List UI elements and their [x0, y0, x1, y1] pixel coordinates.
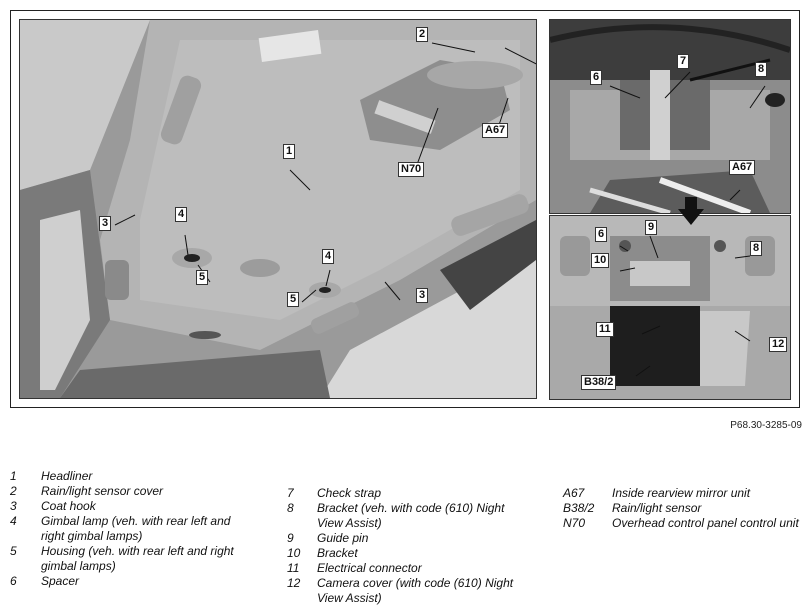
legend-item: 10 Bracket [287, 546, 527, 561]
callout-check-strap: 7 [677, 54, 690, 69]
callout-camera-cover: 12 [769, 337, 788, 352]
figure-reference: P68.30-3285-09 [730, 420, 802, 431]
legend-item: B38/2 Rain/light sensor [563, 501, 803, 516]
legend-text: Rain/light sensor [612, 501, 702, 515]
legend-number: 12 [287, 576, 301, 590]
callout-sensor-cover: 2 [416, 27, 429, 42]
callout-housing-right: 5 [287, 292, 300, 307]
legend-column-3: A67 Inside rearview mirror unit B38/2 Rain… [563, 486, 803, 531]
transition-arrow-stem [685, 197, 697, 210]
callout-coat-hook-right: 3 [416, 288, 429, 303]
headliner-photo [19, 19, 537, 399]
legend-text: Electrical connector [317, 561, 422, 575]
legend-item: 5 Housing (veh. with rear left and right … [10, 544, 250, 574]
callout-mirror-unit-detail: A67 [729, 160, 756, 175]
callout-rain-light-sensor: B38/2 [581, 375, 617, 390]
mirror-bracket-illustration [550, 20, 790, 213]
legend-number: 6 [10, 574, 17, 588]
legend-text: Rain/light sensor cover [41, 484, 164, 498]
legend-item: 6 Spacer [10, 574, 250, 589]
callout-spacer-top: 6 [590, 70, 603, 85]
legend-text: Gimbal lamp (veh. with rear left and rig… [41, 514, 231, 543]
callout-guide-pin: 9 [645, 220, 658, 235]
legend-column-2: 7 Check strap 8 Bracket (veh. with code (6… [287, 486, 527, 606]
legend-text: Overhead control panel control unit [612, 516, 799, 530]
legend-item: 2 Rain/light sensor cover [10, 484, 250, 499]
legend-number: 2 [10, 484, 17, 498]
callout-mirror-unit: A67 [482, 123, 509, 138]
callout-spacer-bottom: 6 [595, 227, 608, 242]
legend-number: 3 [10, 499, 17, 513]
legend-item: 4 Gimbal lamp (veh. with rear left and ri… [10, 514, 250, 544]
legend-number: 7 [287, 486, 294, 500]
legend-number: N70 [563, 516, 586, 530]
legend-item: 1 Headliner [10, 469, 250, 484]
legend-text: Guide pin [317, 531, 369, 545]
legend-number: 10 [287, 546, 301, 560]
legend-item: N70 Overhead control panel control unit [563, 516, 803, 531]
callout-bracket-top: 8 [755, 62, 768, 77]
legend-text: Spacer [41, 574, 80, 588]
callout-gimbal-lamp-left: 4 [175, 207, 188, 222]
legend-number: 1 [10, 469, 17, 483]
callout-coat-hook-left: 3 [99, 216, 112, 231]
legend-number: 11 [287, 561, 300, 575]
legend-number: 4 [10, 514, 17, 528]
callout-housing-left: 5 [196, 270, 209, 285]
legend-text: Housing (veh. with rear left and right g… [41, 544, 234, 573]
callout-gimbal-lamp-right: 4 [322, 249, 335, 264]
callout-bracket: 10 [591, 253, 610, 268]
legend-text: Camera cover (with code (610) Night View… [317, 576, 514, 605]
legend-number: 5 [10, 544, 17, 558]
callout-headliner: 1 [283, 144, 296, 159]
legend-text: Bracket [317, 546, 358, 560]
callout-electrical-connector: 11 [596, 322, 614, 337]
callout-bracket-bottom: 8 [750, 241, 763, 256]
legend-item: 9 Guide pin [287, 531, 527, 546]
legend-number: A67 [563, 486, 585, 500]
mirror-bracket-detail-photo [549, 19, 791, 214]
legend-text: Inside rearview mirror unit [612, 486, 751, 500]
legend-text: Check strap [317, 486, 382, 500]
legend-text: Coat hook [41, 499, 96, 513]
callout-overhead-control-unit: N70 [398, 162, 425, 177]
legend-item: 8 Bracket (veh. with code (610) Night Vie… [287, 501, 527, 531]
legend-item: 12 Camera cover (with code (610) Night Vi… [287, 576, 527, 606]
legend-item: 7 Check strap [287, 486, 527, 501]
legend-text: Bracket (veh. with code (610) Night View… [317, 501, 505, 530]
legend-number: B38/2 [563, 501, 595, 515]
legend-item: A67 Inside rearview mirror unit [563, 486, 803, 501]
transition-arrow-icon [678, 209, 704, 225]
figure-frame: 1 2 3 3 4 4 5 5 A67 N70 6 7 8 A67 6 9 8 … [10, 10, 800, 408]
headliner-illustration [20, 20, 536, 398]
legend-number: 8 [287, 501, 294, 515]
legend-item: 3 Coat hook [10, 499, 250, 514]
legend-text: Headliner [41, 469, 93, 483]
legend-item: 11 Electrical connector [287, 561, 527, 576]
legend-column-1: 1 Headliner 2 Rain/light sensor cover 3 Coa… [10, 469, 250, 589]
legend-number: 9 [287, 531, 294, 545]
